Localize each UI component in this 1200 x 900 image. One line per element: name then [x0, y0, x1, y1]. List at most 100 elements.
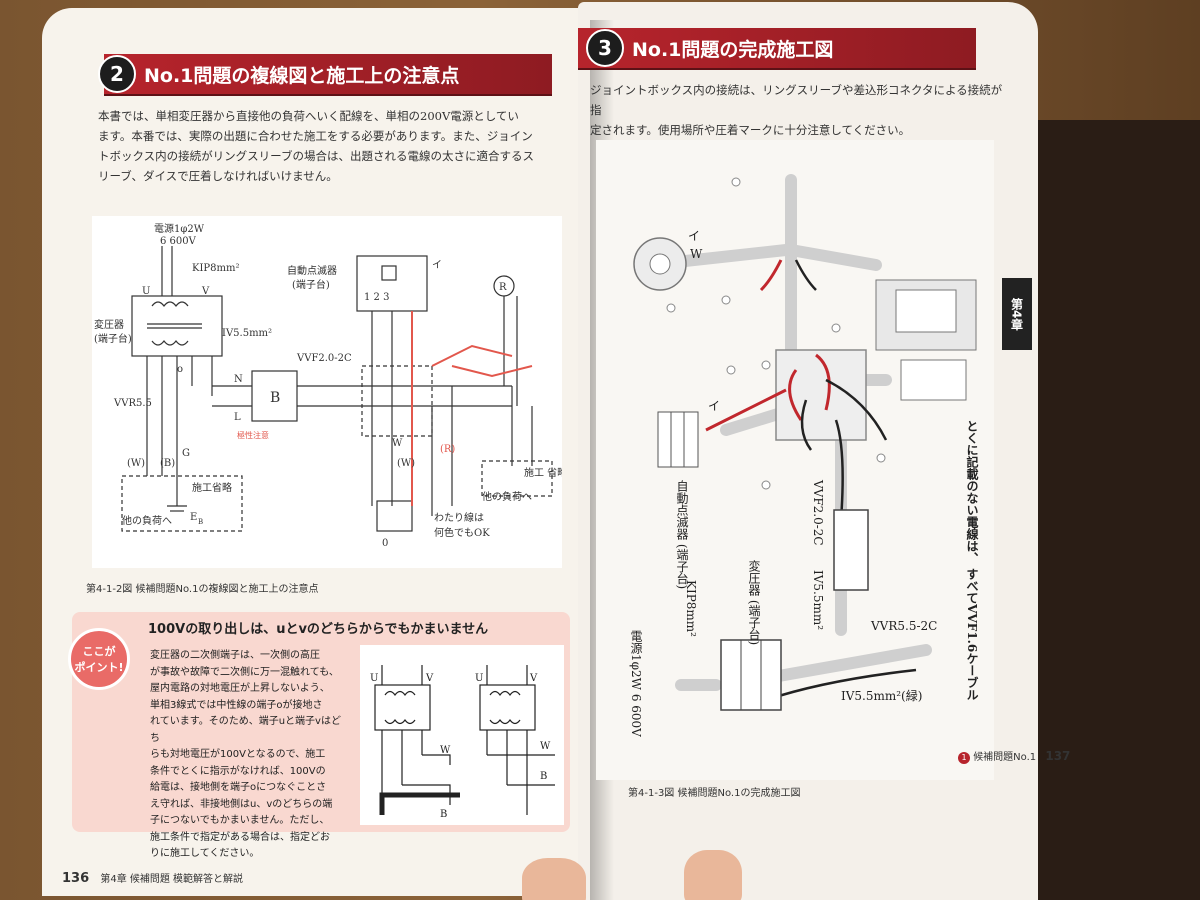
- mini-transformer-diagram: U V W B U V W B: [360, 645, 564, 825]
- mini-label-u: U: [370, 673, 378, 684]
- point-line: れています。そのため、端子uと端子vはどち: [150, 716, 341, 744]
- intro-line: ます。本番では、実際の出題に合わせた施工をする必要があります。また、ジョイン: [98, 129, 533, 143]
- point-line: 条件でとくに指示がなければ、100Vの: [150, 765, 326, 777]
- point-line: え守れば、非接地側はu、vのどちらの端: [150, 798, 333, 810]
- label-other-load: 他の負荷へ: [122, 514, 172, 527]
- mini-label-w2: W: [540, 741, 551, 752]
- label-n: N: [234, 374, 243, 385]
- label-voltage: 6 600V: [160, 236, 197, 247]
- page-number-right: 137: [1045, 749, 1071, 763]
- label-iv55: IV5.5mm²: [811, 570, 825, 630]
- label-u: U: [142, 286, 150, 297]
- mini-label-b: B: [440, 809, 447, 820]
- label-lamp-r: R: [499, 282, 507, 293]
- point-line: 給電は、接地側を端子oにつなぐことさ: [150, 782, 327, 793]
- label-earth-sub: B: [198, 518, 203, 526]
- label-wp: (W): [397, 458, 415, 469]
- construction-diagram-svg: イ W イ 自動点滅器 (端子台) VVF2.0-2C 変圧器 (端子台) KI…: [629, 174, 979, 738]
- point-line: らも対地電圧が100Vとなるので、施工: [150, 749, 326, 760]
- section-number-badge: 3: [586, 29, 624, 67]
- intro-line: 本書では、単相変圧器から直接他の負荷へいく配線を、単相の200V電源としてい: [98, 109, 519, 123]
- wiring-diagram-left: 電源1φ2W 6 600V KIP8mm² 変圧器 (端子台) IV5.5mm²…: [92, 216, 567, 568]
- label-jumper: わたり線は: [434, 511, 484, 524]
- label-relay: 自動点滅器: [287, 264, 337, 277]
- footer-right: 1 候補問題No.1 137: [958, 748, 1070, 764]
- label-w: W: [690, 247, 703, 261]
- wiring-diagram-svg: 電源1φ2W 6 600V KIP8mm² 変圧器 (端子台) IV5.5mm²…: [94, 222, 567, 549]
- label-kip: KIP8mm²: [192, 263, 240, 274]
- point-body: 変圧器の二次側端子は、一次側の高圧 が事故や故障で二次側に万一混触れても、 屋内…: [150, 648, 350, 863]
- right-intro: ジョイントボックス内の接続は、リングスリーブや差込形コネクタによる接続が指 定さ…: [590, 80, 1010, 140]
- label-l: L: [234, 412, 241, 423]
- label-transformer: 変圧器: [94, 318, 124, 331]
- point-title: 100Vの取り出しは、uとvのどちらからでもかまいません: [148, 622, 489, 637]
- point-line: が事故や故障で二次側に万一混触れても、: [150, 666, 339, 678]
- intro-line: ジョイントボックス内の接続は、リングスリーブや差込形コネクタによる接続が指: [590, 83, 1003, 117]
- label-vvf: VVF2.0-2C: [296, 353, 352, 364]
- label-transformer: 変圧器 (端子台): [747, 559, 761, 646]
- footer-left: 136 第4章 候補問題 模範解答と解説: [62, 870, 243, 886]
- intro-line: トボックス内の接続がリングスリーブの場合は、出題される電線の太さに適合するス: [98, 149, 534, 163]
- point-line: 施工条件で指定がある場合は、指定どお: [150, 831, 330, 843]
- construction-diagram: イ W イ 自動点滅器 (端子台) VVF2.0-2C 変圧器 (端子台) KI…: [596, 140, 994, 780]
- label-w: W: [392, 438, 403, 449]
- label-g: G: [182, 448, 190, 459]
- point-line: 屋内電路の対地電圧が上昇しないよう、: [150, 683, 330, 694]
- label-i: イ: [432, 260, 442, 271]
- point-badge-line1: ここが: [82, 645, 116, 658]
- mini-label-u2: U: [475, 673, 483, 684]
- label-iv55: IV5.5mm²: [222, 328, 272, 339]
- label-terminals: 1 2 3: [364, 292, 389, 303]
- label-i: イ: [688, 229, 700, 243]
- section-title-text: No.1問題の完成施工図: [632, 38, 834, 61]
- left-intro: 本書では、単相変圧器から直接他の負荷へいく配線を、単相の200V電源としてい ま…: [98, 106, 558, 186]
- label-vvr: VVR5.5: [113, 398, 152, 409]
- chapter-tab: 第4章: [1002, 278, 1032, 350]
- label-earth: E: [190, 512, 197, 523]
- label-rp: (R): [440, 444, 455, 455]
- point-badge: ここが ポイント!: [68, 628, 130, 690]
- point-line: 子につないでもかまいません。ただし、: [150, 815, 330, 826]
- label-v: V: [201, 286, 210, 297]
- section-title-2: 2 No.1問題の複線図と施工上の注意点: [98, 54, 552, 94]
- label-o: o: [177, 364, 183, 375]
- label-zero: 0: [382, 538, 388, 549]
- footer-text-right: 候補問題No.1: [973, 752, 1037, 763]
- figure-caption-left: 第4-1-2図 候補問題No.1の複線図と施工上の注意点: [86, 584, 319, 595]
- mini-label-w: W: [440, 745, 451, 756]
- intro-line: リーブ、ダイスで圧着しなければいけません。: [98, 169, 338, 183]
- label-wp-left: (W): [127, 458, 145, 469]
- label-other-load-right: 他の負荷へ: [482, 490, 532, 503]
- label-relay-terminal: (端子台): [292, 278, 330, 291]
- point-line: 単相3線式では中性線の端子oが接地さ: [150, 699, 323, 711]
- left-thumb: [522, 858, 586, 900]
- label-box-b: B: [270, 390, 280, 406]
- label-iv55-green: IV5.5mm²(緑): [841, 688, 922, 703]
- footer-text-left: 第4章 候補問題 模範解答と解説: [100, 874, 244, 885]
- label-vvf: VVF2.0-2C: [811, 479, 825, 546]
- label-kip: KIP8mm²: [684, 580, 698, 637]
- label-note: とくに記載のない電線は、 すべてVVF1.6ケーブル: [965, 420, 979, 701]
- right-thumb: [684, 850, 742, 900]
- figure-caption-right: 第4-1-3図 候補問題No.1の完成施工図: [628, 788, 801, 799]
- label-source: 電源1φ2W: [154, 222, 205, 235]
- label-vvr: VVR5.5-2C: [870, 619, 937, 633]
- label-bp: (B): [160, 458, 175, 469]
- mini-diagram-svg: U V W B U V W B: [370, 665, 555, 820]
- section-title-text: No.1問題の複線図と施工上の注意点: [144, 64, 460, 87]
- intro-line: 定されます。使用場所や圧着マークに十分注意してください。: [590, 123, 911, 137]
- footer-circle-number: 1: [958, 752, 970, 764]
- mini-label-v: V: [425, 673, 434, 684]
- label-polarity: 極性注意: [237, 430, 269, 440]
- label-i-relay: イ: [708, 399, 720, 413]
- label-terminal: (端子台): [94, 332, 132, 345]
- point-line: りに施工してください。: [150, 848, 260, 859]
- label-source: 電源1φ2W 6 600V: [629, 630, 643, 738]
- page-number-left: 136: [62, 871, 90, 886]
- mini-label-b2: B: [540, 771, 547, 782]
- section-title-3: 3 No.1問題の完成施工図: [578, 28, 976, 68]
- label-omit-right: 施工 省略: [524, 466, 562, 479]
- point-line: 変圧器の二次側端子は、一次側の高圧: [150, 650, 320, 661]
- section-number-badge: 2: [98, 55, 136, 93]
- label-omit: 施工省略: [192, 481, 232, 494]
